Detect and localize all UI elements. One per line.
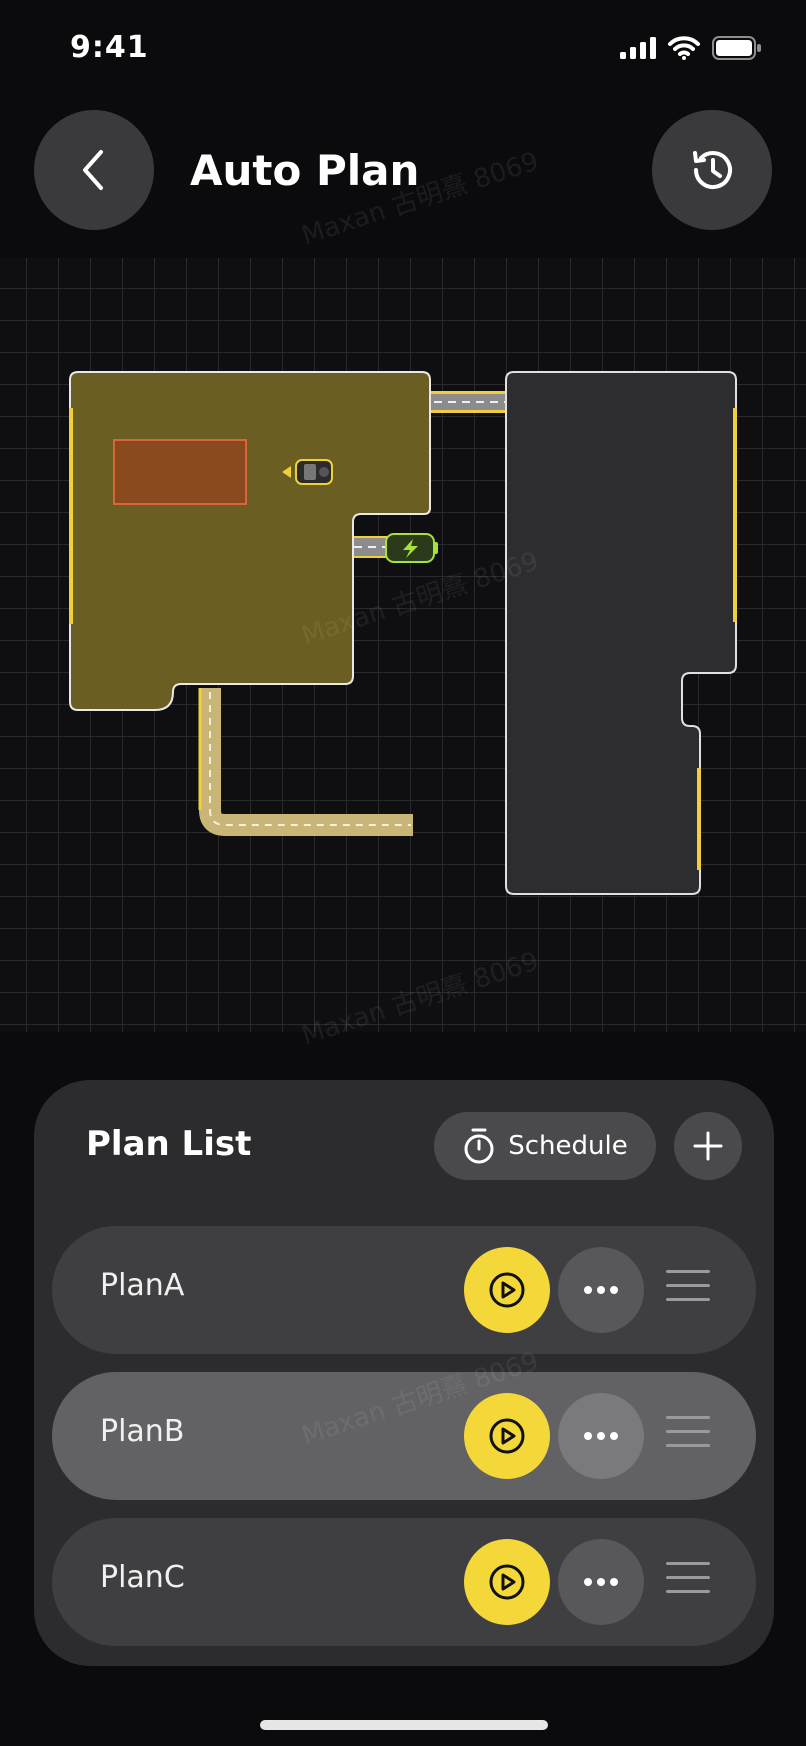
battery-icon bbox=[712, 36, 761, 60]
header: Auto Plan bbox=[0, 110, 806, 234]
map-area[interactable] bbox=[0, 258, 806, 1032]
schedule-button[interactable]: Schedule bbox=[434, 1112, 656, 1180]
play-circle-icon bbox=[489, 1564, 525, 1600]
status-bar: 9:41 bbox=[0, 0, 806, 100]
drag-handle-icon[interactable] bbox=[666, 1416, 710, 1456]
building-zone bbox=[505, 371, 737, 895]
history-button[interactable] bbox=[652, 110, 772, 230]
plan-row-c[interactable]: PlanC bbox=[52, 1518, 756, 1646]
plan-row-b[interactable]: PlanB bbox=[52, 1372, 756, 1500]
charging-station-icon bbox=[385, 533, 438, 563]
plan-name: PlanB bbox=[100, 1414, 185, 1449]
more-horizontal-icon bbox=[584, 1578, 618, 1586]
more-options-button[interactable] bbox=[558, 1247, 644, 1333]
plus-icon bbox=[693, 1131, 723, 1161]
play-plan-button[interactable] bbox=[464, 1247, 550, 1333]
plan-row-a[interactable]: PlanA bbox=[52, 1226, 756, 1354]
status-icons bbox=[620, 36, 762, 60]
play-plan-button[interactable] bbox=[464, 1393, 550, 1479]
more-options-button[interactable] bbox=[558, 1539, 644, 1625]
schedule-label: Schedule bbox=[508, 1131, 628, 1161]
history-icon bbox=[693, 151, 732, 190]
drag-handle-icon[interactable] bbox=[666, 1270, 710, 1310]
wifi-icon bbox=[668, 36, 700, 60]
plan-list-title: Plan List bbox=[86, 1124, 252, 1164]
page-title: Auto Plan bbox=[190, 146, 420, 195]
tan-path bbox=[199, 688, 413, 836]
play-plan-button[interactable] bbox=[464, 1539, 550, 1625]
drag-handle-icon[interactable] bbox=[666, 1562, 710, 1602]
plan-name: PlanA bbox=[100, 1268, 185, 1303]
more-options-button[interactable] bbox=[558, 1393, 644, 1479]
status-time: 9:41 bbox=[70, 30, 149, 65]
home-indicator[interactable] bbox=[260, 1720, 548, 1730]
mower-icon bbox=[282, 459, 333, 485]
more-horizontal-icon bbox=[584, 1286, 618, 1294]
more-horizontal-icon bbox=[584, 1432, 618, 1440]
play-circle-icon bbox=[489, 1418, 525, 1454]
play-circle-icon bbox=[489, 1272, 525, 1308]
add-plan-button[interactable] bbox=[674, 1112, 742, 1180]
signal-icon bbox=[620, 37, 656, 59]
obstacle-zone bbox=[113, 439, 247, 505]
chevron-left-icon bbox=[83, 150, 103, 190]
back-button[interactable] bbox=[34, 110, 154, 230]
plan-list-card: Plan List Schedule PlanA bbox=[34, 1080, 774, 1666]
plan-name: PlanC bbox=[100, 1560, 185, 1595]
stopwatch-icon bbox=[464, 1128, 494, 1164]
map-canvas bbox=[69, 371, 737, 895]
